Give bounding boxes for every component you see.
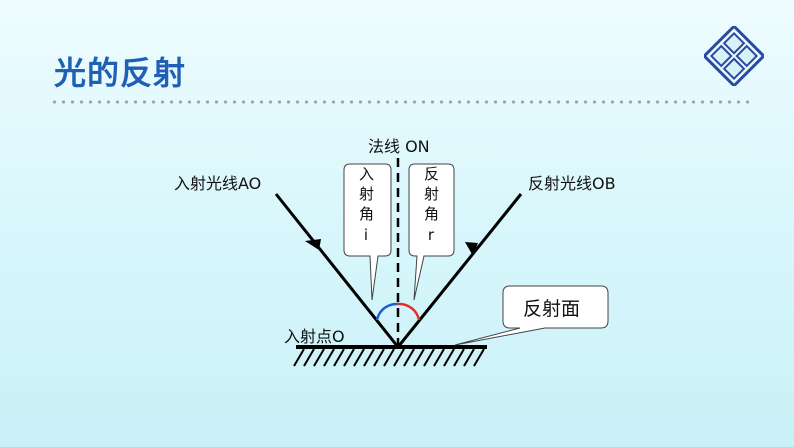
incident-arrow-icon: [305, 239, 321, 250]
diamond-grid-logo-icon: [704, 26, 764, 86]
reflection-angle-callout: [408, 163, 455, 301]
incident-ray-label: 入射光线AO: [174, 174, 262, 193]
dotted-divider: [50, 100, 755, 104]
reflected-arrow-icon: [465, 242, 478, 256]
reflected-ray-label: 反射光线OB: [528, 174, 616, 193]
page-title: 光的反射: [54, 54, 187, 92]
incident-angle-label: 入射角i: [357, 166, 375, 249]
surface-callout: [454, 285, 609, 346]
normal-label: 法线 ON: [368, 137, 430, 156]
reflected-ray: [396, 193, 523, 348]
incidence-point-label: 入射点O: [284, 327, 345, 346]
incident-ray: [274, 193, 400, 348]
surface-hatching: [293, 348, 485, 367]
incident-angle-arc: [375, 302, 399, 321]
reflection-angle-arc: [397, 302, 421, 321]
incident-angle-callout: [343, 163, 392, 301]
surface-label: 反射面: [523, 298, 581, 320]
reflection-angle-label: 反射角r: [422, 166, 440, 249]
